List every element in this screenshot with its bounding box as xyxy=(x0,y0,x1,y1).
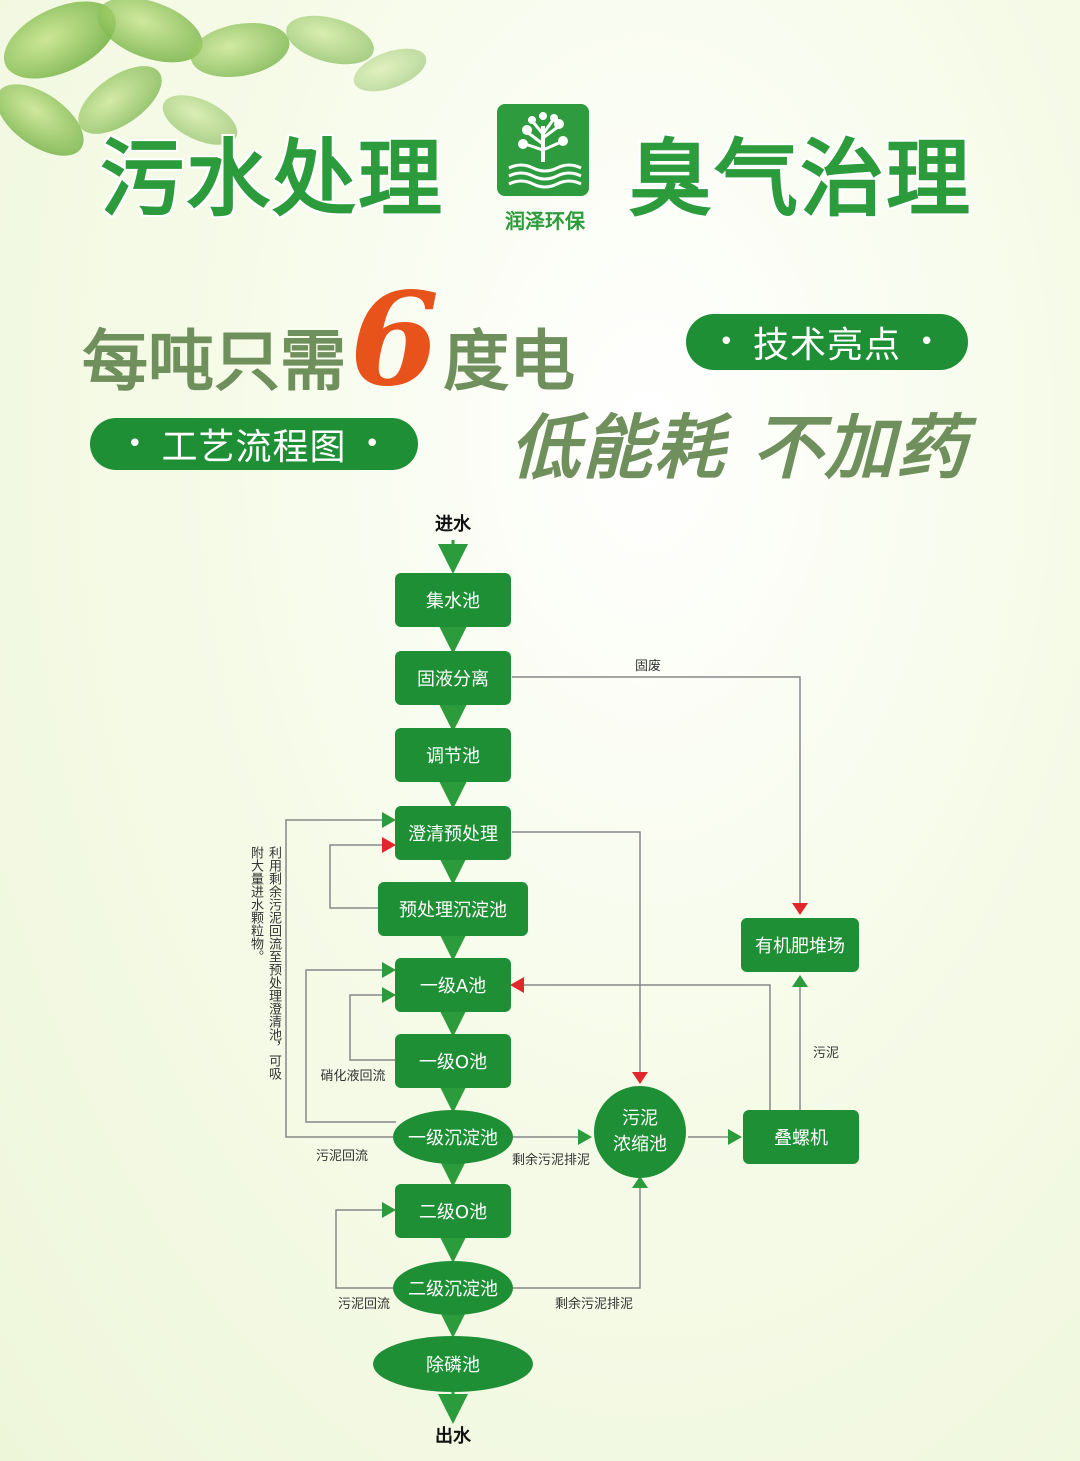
node-regulating-tank: 调节池 xyxy=(395,728,511,782)
slogan-number: 6 xyxy=(350,265,440,415)
node-primary-settling: 一级沉淀池 xyxy=(393,1110,513,1164)
dot-right: • xyxy=(364,429,381,459)
edge-label-sludge-return-2: 污泥回流 xyxy=(338,1297,390,1312)
node-thicken-label-2: 浓缩池 xyxy=(613,1134,667,1155)
leaves-decoration xyxy=(0,0,427,156)
side-note-vertical: 利用剩余污泥回流至预处理澄清池，可吸附大量进水颗粒物。 xyxy=(248,846,281,1080)
node-collect-tank: 集水池 xyxy=(395,573,511,627)
node-press-label: 叠螺机 xyxy=(774,1128,828,1149)
node-o2-label: 二级O池 xyxy=(419,1202,487,1223)
logo-name: 润泽环保 xyxy=(505,209,585,233)
title-sewage-treatment: 污水处理 xyxy=(100,130,445,228)
dot-right: • xyxy=(919,327,936,357)
node-regulate-label: 调节池 xyxy=(426,746,480,767)
pill-flow-label: 工艺流程图 xyxy=(161,427,347,468)
node-sludge-thickener: 污泥 浓缩池 xyxy=(594,1086,686,1178)
node-settle2-label: 二级沉淀池 xyxy=(408,1279,498,1300)
pill-tech-highlights: • 技术亮点 • xyxy=(686,314,968,370)
title-odor-control: 臭气治理 xyxy=(628,130,973,228)
edge-label-nitrate-return: 硝化液回流 xyxy=(320,1069,385,1084)
edge-label-sludge: 污泥 xyxy=(813,1046,839,1061)
node-o1-label: 一级O池 xyxy=(419,1052,487,1073)
edge-label-excess-sludge-1: 剩余污泥排泥 xyxy=(512,1152,590,1168)
node-solid-liquid-separation: 固液分离 xyxy=(395,651,511,705)
node-clarify-label: 澄清预处理 xyxy=(408,824,498,845)
edge-label-sludge-return-1: 污泥回流 xyxy=(316,1149,368,1164)
connector-lines xyxy=(285,676,801,1289)
edge-label-solid-waste: 固废 xyxy=(635,658,661,674)
node-compost-label: 有机肥堆场 xyxy=(755,936,845,957)
node-secondary-settling: 二级沉淀池 xyxy=(393,1261,513,1315)
dot-left: • xyxy=(127,429,144,459)
slogan-suffix: 度电 xyxy=(443,323,576,400)
node-o1-tank: 一级O池 xyxy=(395,1034,511,1088)
node-screw-press: 叠螺机 xyxy=(743,1110,859,1164)
node-a1-label: 一级A池 xyxy=(420,976,486,997)
pill-highlights-label: 技术亮点 xyxy=(752,325,901,366)
logo-tree-icon xyxy=(497,104,589,196)
node-settle1-label: 一级沉淀池 xyxy=(408,1128,498,1149)
node-thicken-label-1: 污泥 xyxy=(622,1108,658,1129)
node-o2-tank: 二级O池 xyxy=(395,1184,511,1238)
node-presettle-label: 预处理沉淀池 xyxy=(399,900,507,921)
node-compost-yard: 有机肥堆场 xyxy=(741,918,859,972)
pill-process-flow: • 工艺流程图 • xyxy=(90,418,418,470)
dot-left: • xyxy=(718,327,735,357)
edge-label-excess-sludge-2: 剩余污泥排泥 xyxy=(555,1296,633,1312)
features-text: 低能耗 不加药 xyxy=(510,407,969,489)
node-clarify-pretreatment: 澄清预处理 xyxy=(395,806,511,860)
outlet-label: 出水 xyxy=(435,1425,472,1447)
slogan-prefix: 每吨只需 xyxy=(82,323,346,400)
node-separate-label: 固液分离 xyxy=(417,669,489,690)
arrow-heads xyxy=(382,812,808,1218)
node-phosphorus-removal: 除磷池 xyxy=(373,1336,533,1392)
node-phos-label: 除磷池 xyxy=(426,1355,480,1376)
inlet-label: 进水 xyxy=(435,513,472,535)
node-collect-label: 集水池 xyxy=(426,591,480,612)
node-a1-tank: 一级A池 xyxy=(395,958,511,1012)
slogan: 每吨只需6度电 xyxy=(82,265,575,415)
node-pretreatment-settling: 预处理沉淀池 xyxy=(378,882,528,936)
